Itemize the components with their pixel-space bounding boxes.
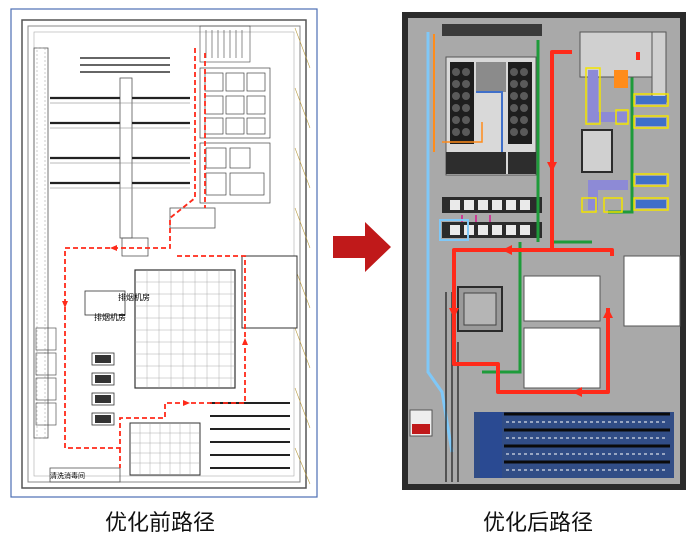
- exhaust-room-label-2: 排烟机房: [94, 312, 126, 322]
- bottom-left-room-label: 清洗消毒间: [50, 471, 85, 480]
- after-caption: 优化后路径: [482, 511, 593, 536]
- before-floor-plan: 排烟机房 排烟机房 清洗消毒间: [10, 8, 318, 498]
- exhaust-room-label: 排烟机房: [118, 292, 150, 302]
- transition-arrow-icon: [333, 222, 393, 272]
- before-caption: 优化前路径: [104, 511, 215, 536]
- after-floor-plan: [402, 12, 686, 490]
